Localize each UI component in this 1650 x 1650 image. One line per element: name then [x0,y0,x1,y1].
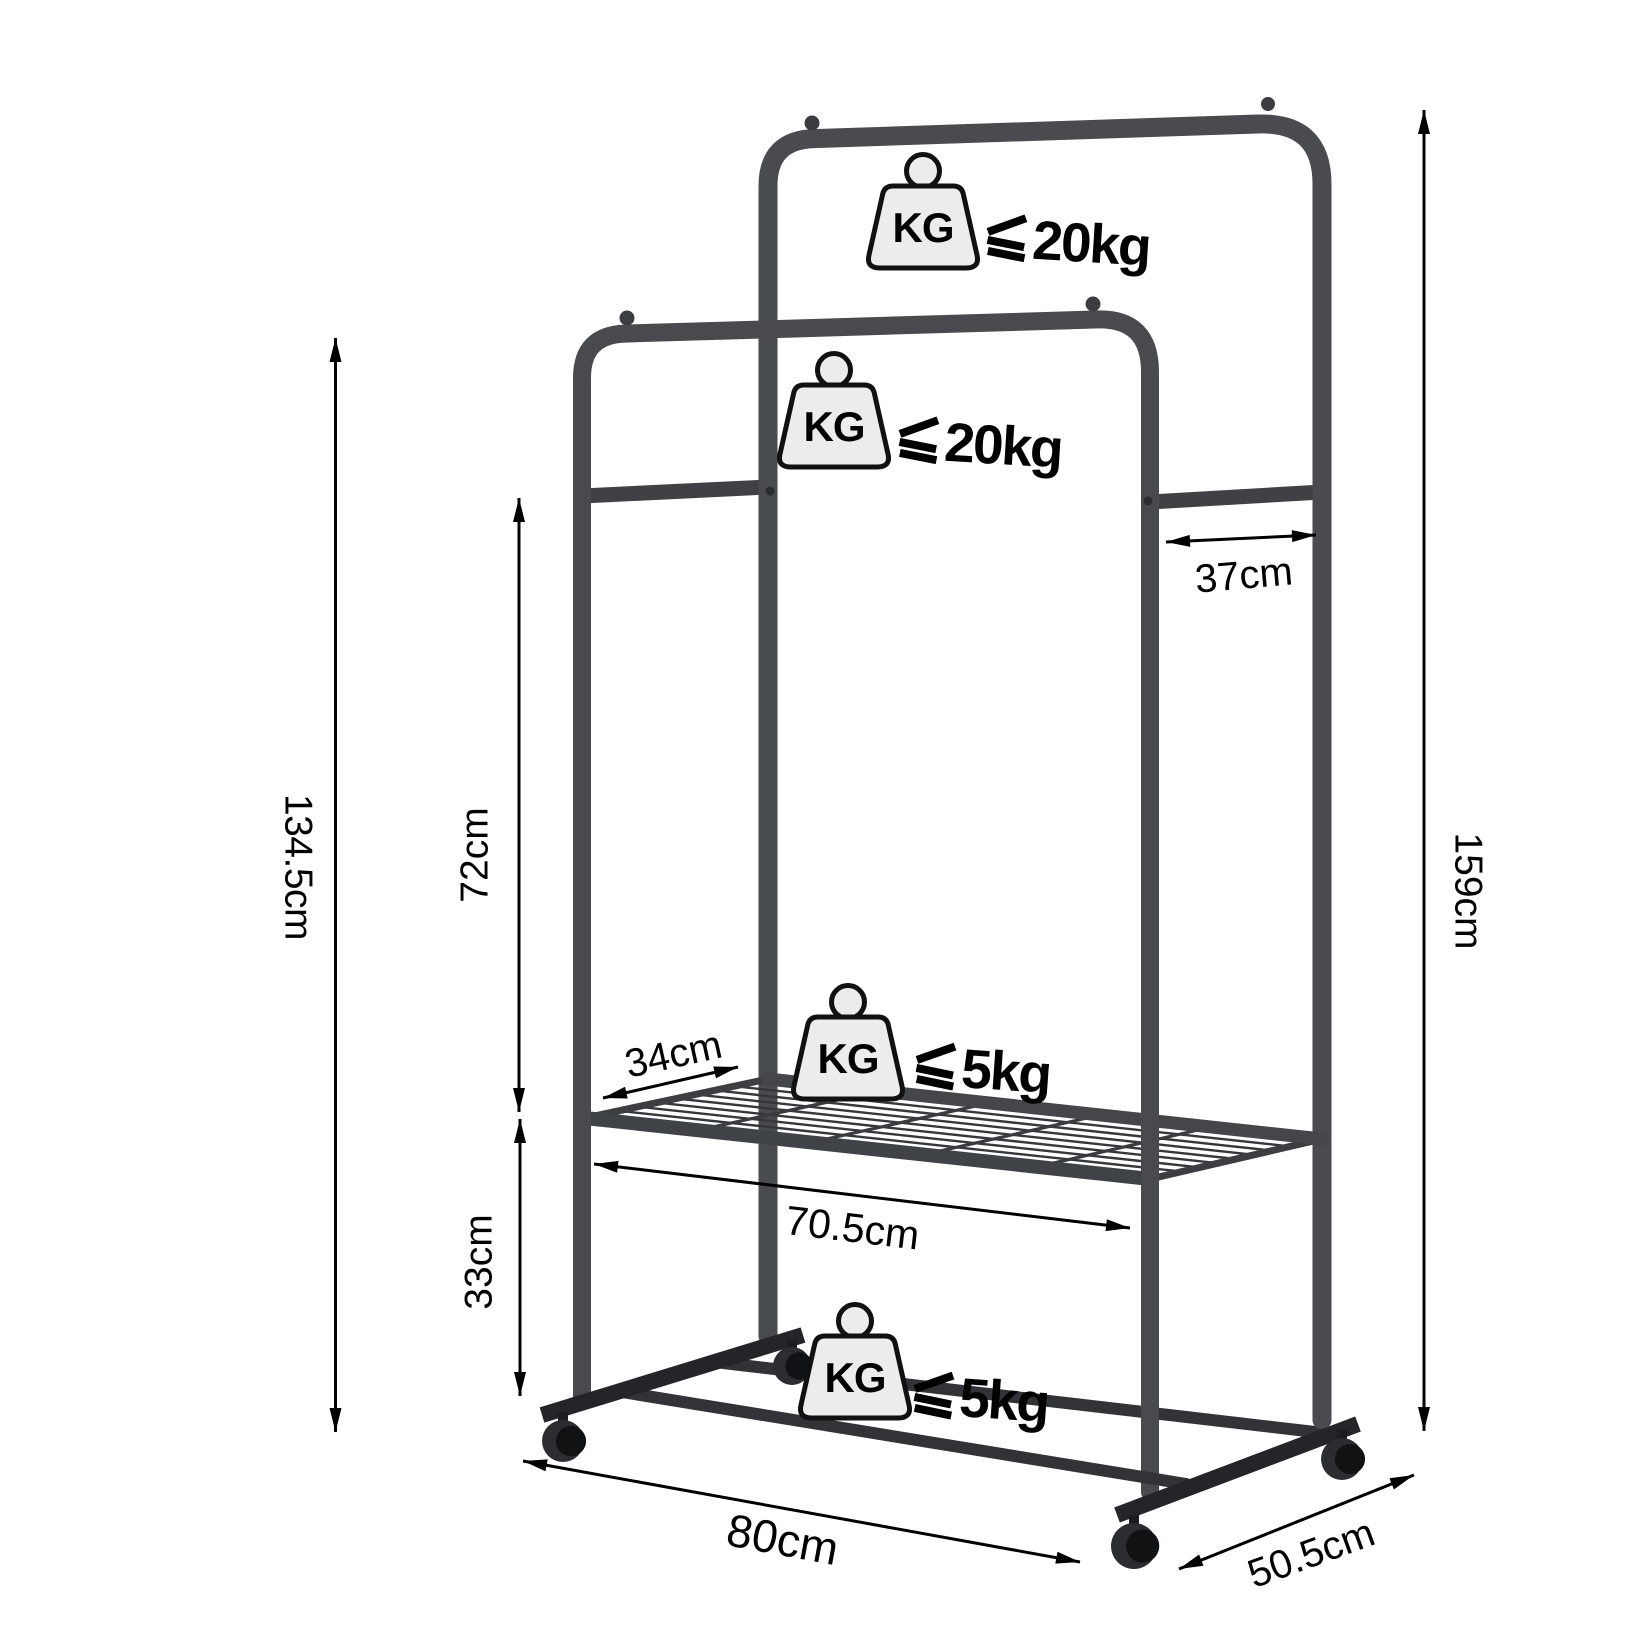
svg-text:20kg: 20kg [1031,209,1152,278]
svg-text:5kg: 5kg [959,1037,1052,1105]
svg-text:KG: KG [804,403,865,450]
svg-text:134.5cm: 134.5cm [277,794,320,940]
svg-text:KG: KG [818,1035,879,1082]
svg-text:20kg: 20kg [943,411,1064,480]
svg-text:159cm: 159cm [1447,832,1490,949]
svg-text:37cm: 37cm [1193,549,1294,601]
svg-text:KG: KG [893,204,954,251]
svg-text:33cm: 33cm [457,1214,500,1309]
svg-text:5kg: 5kg [957,1366,1050,1434]
svg-text:KG: KG [825,1354,886,1401]
svg-text:72cm: 72cm [453,807,496,902]
